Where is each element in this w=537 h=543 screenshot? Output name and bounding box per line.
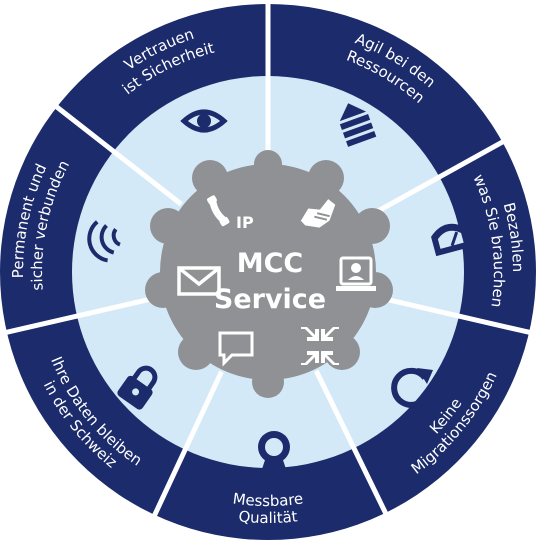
segment-divider (313, 369, 389, 516)
stack-arrow-icon (339, 103, 377, 147)
mail-icon (177, 266, 221, 296)
center-title-line2: Service (214, 284, 326, 315)
segment-divider (151, 370, 224, 518)
segment-divider (4, 294, 162, 336)
eye-icon (180, 109, 228, 133)
segment-icons (87, 103, 472, 477)
segment-divider (362, 138, 506, 221)
video-conference-icon (336, 256, 376, 291)
refresh-icon (391, 367, 433, 408)
compress-arrows-icon (301, 327, 339, 365)
segment-label-4-line2: Qualität (238, 507, 299, 527)
chat-bubble-icon (218, 331, 254, 367)
segment-divider (374, 294, 532, 336)
ip-label: IP (236, 213, 254, 232)
center-title-line1: MCC (237, 248, 304, 279)
segment-divider (53, 103, 183, 207)
handshake-icon (300, 199, 336, 228)
wireless-signal-icon (87, 220, 121, 263)
meter-icon (431, 223, 472, 257)
segment-dividers (4, 2, 532, 518)
award-icon (258, 431, 290, 477)
phone-icon (207, 195, 230, 227)
segment-label-4-line1: Messbare (232, 489, 304, 510)
lock-icon (117, 365, 158, 410)
